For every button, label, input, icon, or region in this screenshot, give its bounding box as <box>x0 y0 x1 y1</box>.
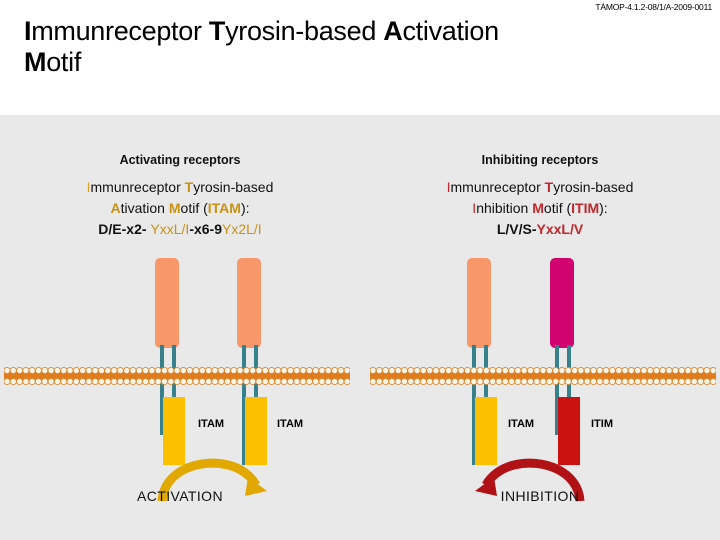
title-letter-a: A <box>383 16 403 46</box>
title-text-4: otif <box>46 47 82 77</box>
inhibition-outcome-label: INHIBITION <box>500 488 580 504</box>
itim-label-right: ITIM <box>591 418 613 430</box>
page-title: Immunreceptor Tyrosin-based Activation M… <box>24 16 704 78</box>
receptor-stalk-left-2a <box>242 345 246 465</box>
left-name-end: ): <box>240 200 250 216</box>
seq-pre-right: L/V/S- <box>496 221 537 237</box>
receptor-stalk-right-1b <box>484 345 488 435</box>
right-name-rest1: yrosin-based <box>553 179 634 195</box>
title-text-1: mmunreceptor <box>31 16 209 46</box>
right-consensus-sequence: L/V/S-YxxL/V <box>497 221 583 237</box>
seq-mid-left: -x6-9 <box>189 221 222 237</box>
left-name-rest1: yrosin-based <box>193 179 274 195</box>
title-letter-m: M <box>24 47 47 77</box>
left-consensus-sequence: D/E-x2- YxxL/I-x6-9Yx2L/I <box>98 221 261 237</box>
itam-label-left-2: ITAM <box>277 418 304 430</box>
receptor-bar-salmon-right-1 <box>467 258 491 348</box>
receptor-stalk-left-1a <box>160 345 164 435</box>
seq-motif-1-left: YxxL/I <box>150 221 190 237</box>
bilayer-lower-heads <box>4 377 350 386</box>
right-column-heading: Inhibiting receptors <box>481 153 599 167</box>
activating-receptors-column: Activating receptors Immunreceptor Tyros… <box>0 115 360 540</box>
inhibiting-receptors-column: Inhibiting receptors Immunreceptor Tyros… <box>360 115 720 540</box>
left-name-a: A <box>110 200 121 216</box>
left-acronym-itam: ITAM <box>207 200 241 216</box>
bilayer-svg-right <box>370 366 716 386</box>
content-panel: Activating receptors Immunreceptor Tyros… <box>0 115 720 540</box>
right-acronym-itim: ITIM <box>571 200 600 216</box>
left-name-mid1: mmunreceptor <box>90 179 185 195</box>
grant-code-label: TÁMOP-4.1.2-08/1/A-2009-0011 <box>595 2 712 12</box>
right-column-subtitle: Immunreceptor Tyrosin-based Inhibition M… <box>360 177 720 240</box>
left-column-subtitle: Immunreceptor Tyrosin-based Ativation Mo… <box>0 177 360 240</box>
receptor-stalk-right-2a <box>555 345 559 435</box>
bilayer-upper-heads-right <box>370 366 716 375</box>
right-name-end: ): <box>599 200 608 216</box>
itam-box-right <box>475 397 497 465</box>
inhibition-arrow-icon <box>475 458 585 502</box>
left-name-i: I <box>86 179 91 195</box>
bilayer-upper-heads <box>4 366 350 375</box>
title-letter-t: T <box>208 16 226 46</box>
bilayer-svg-left <box>4 366 350 386</box>
right-name-t: T <box>544 179 554 195</box>
title-letter-i: I <box>24 16 32 46</box>
right-name-rest2: otif ( <box>543 200 572 216</box>
left-name-m: M <box>168 200 181 216</box>
itam-box-left-2 <box>245 397 267 465</box>
receptor-bar-salmon-left-2 <box>237 258 261 348</box>
seq-motif-right: YxxL/V <box>536 221 584 237</box>
title-text-3: ctivation <box>402 16 499 46</box>
receptor-bar-magenta-right <box>550 258 574 348</box>
itam-label-left-1: ITAM <box>198 418 225 430</box>
left-name-rest2: otif ( <box>180 200 208 216</box>
left-name-t: T <box>184 179 194 195</box>
itam-label-right: ITAM <box>508 418 535 430</box>
left-name-mid2: tivation <box>120 200 169 216</box>
bilayer-lower-heads-right <box>370 377 716 386</box>
right-name-m: M <box>532 200 544 216</box>
receptor-stalk-right-1a <box>472 345 476 465</box>
lipid-bilayer-right <box>370 363 716 389</box>
receptor-bar-salmon-left-1 <box>155 258 179 348</box>
activation-arrow-icon <box>157 458 267 502</box>
receptor-stalk-left-2b <box>254 345 258 435</box>
activation-outcome-label: ACTIVATION <box>137 488 223 504</box>
left-column-heading: Activating receptors <box>119 153 241 167</box>
itim-box-right <box>558 397 580 465</box>
itam-box-left-1 <box>163 397 185 465</box>
inhibition-arrow-wrap <box>460 455 590 510</box>
right-name-mid2: nhibition <box>476 200 533 216</box>
lipid-bilayer-left <box>4 363 350 389</box>
seq-pre-left: D/E-x2- <box>98 221 151 237</box>
right-name-i: I <box>446 179 451 195</box>
right-name-mid1: mmunreceptor <box>450 179 545 195</box>
right-name-i2: I <box>472 200 477 216</box>
seq-motif-2-left: Yx2L/I <box>222 221 262 237</box>
title-text-2: yrosin-based <box>225 16 384 46</box>
activation-arrow-wrap <box>155 455 280 510</box>
